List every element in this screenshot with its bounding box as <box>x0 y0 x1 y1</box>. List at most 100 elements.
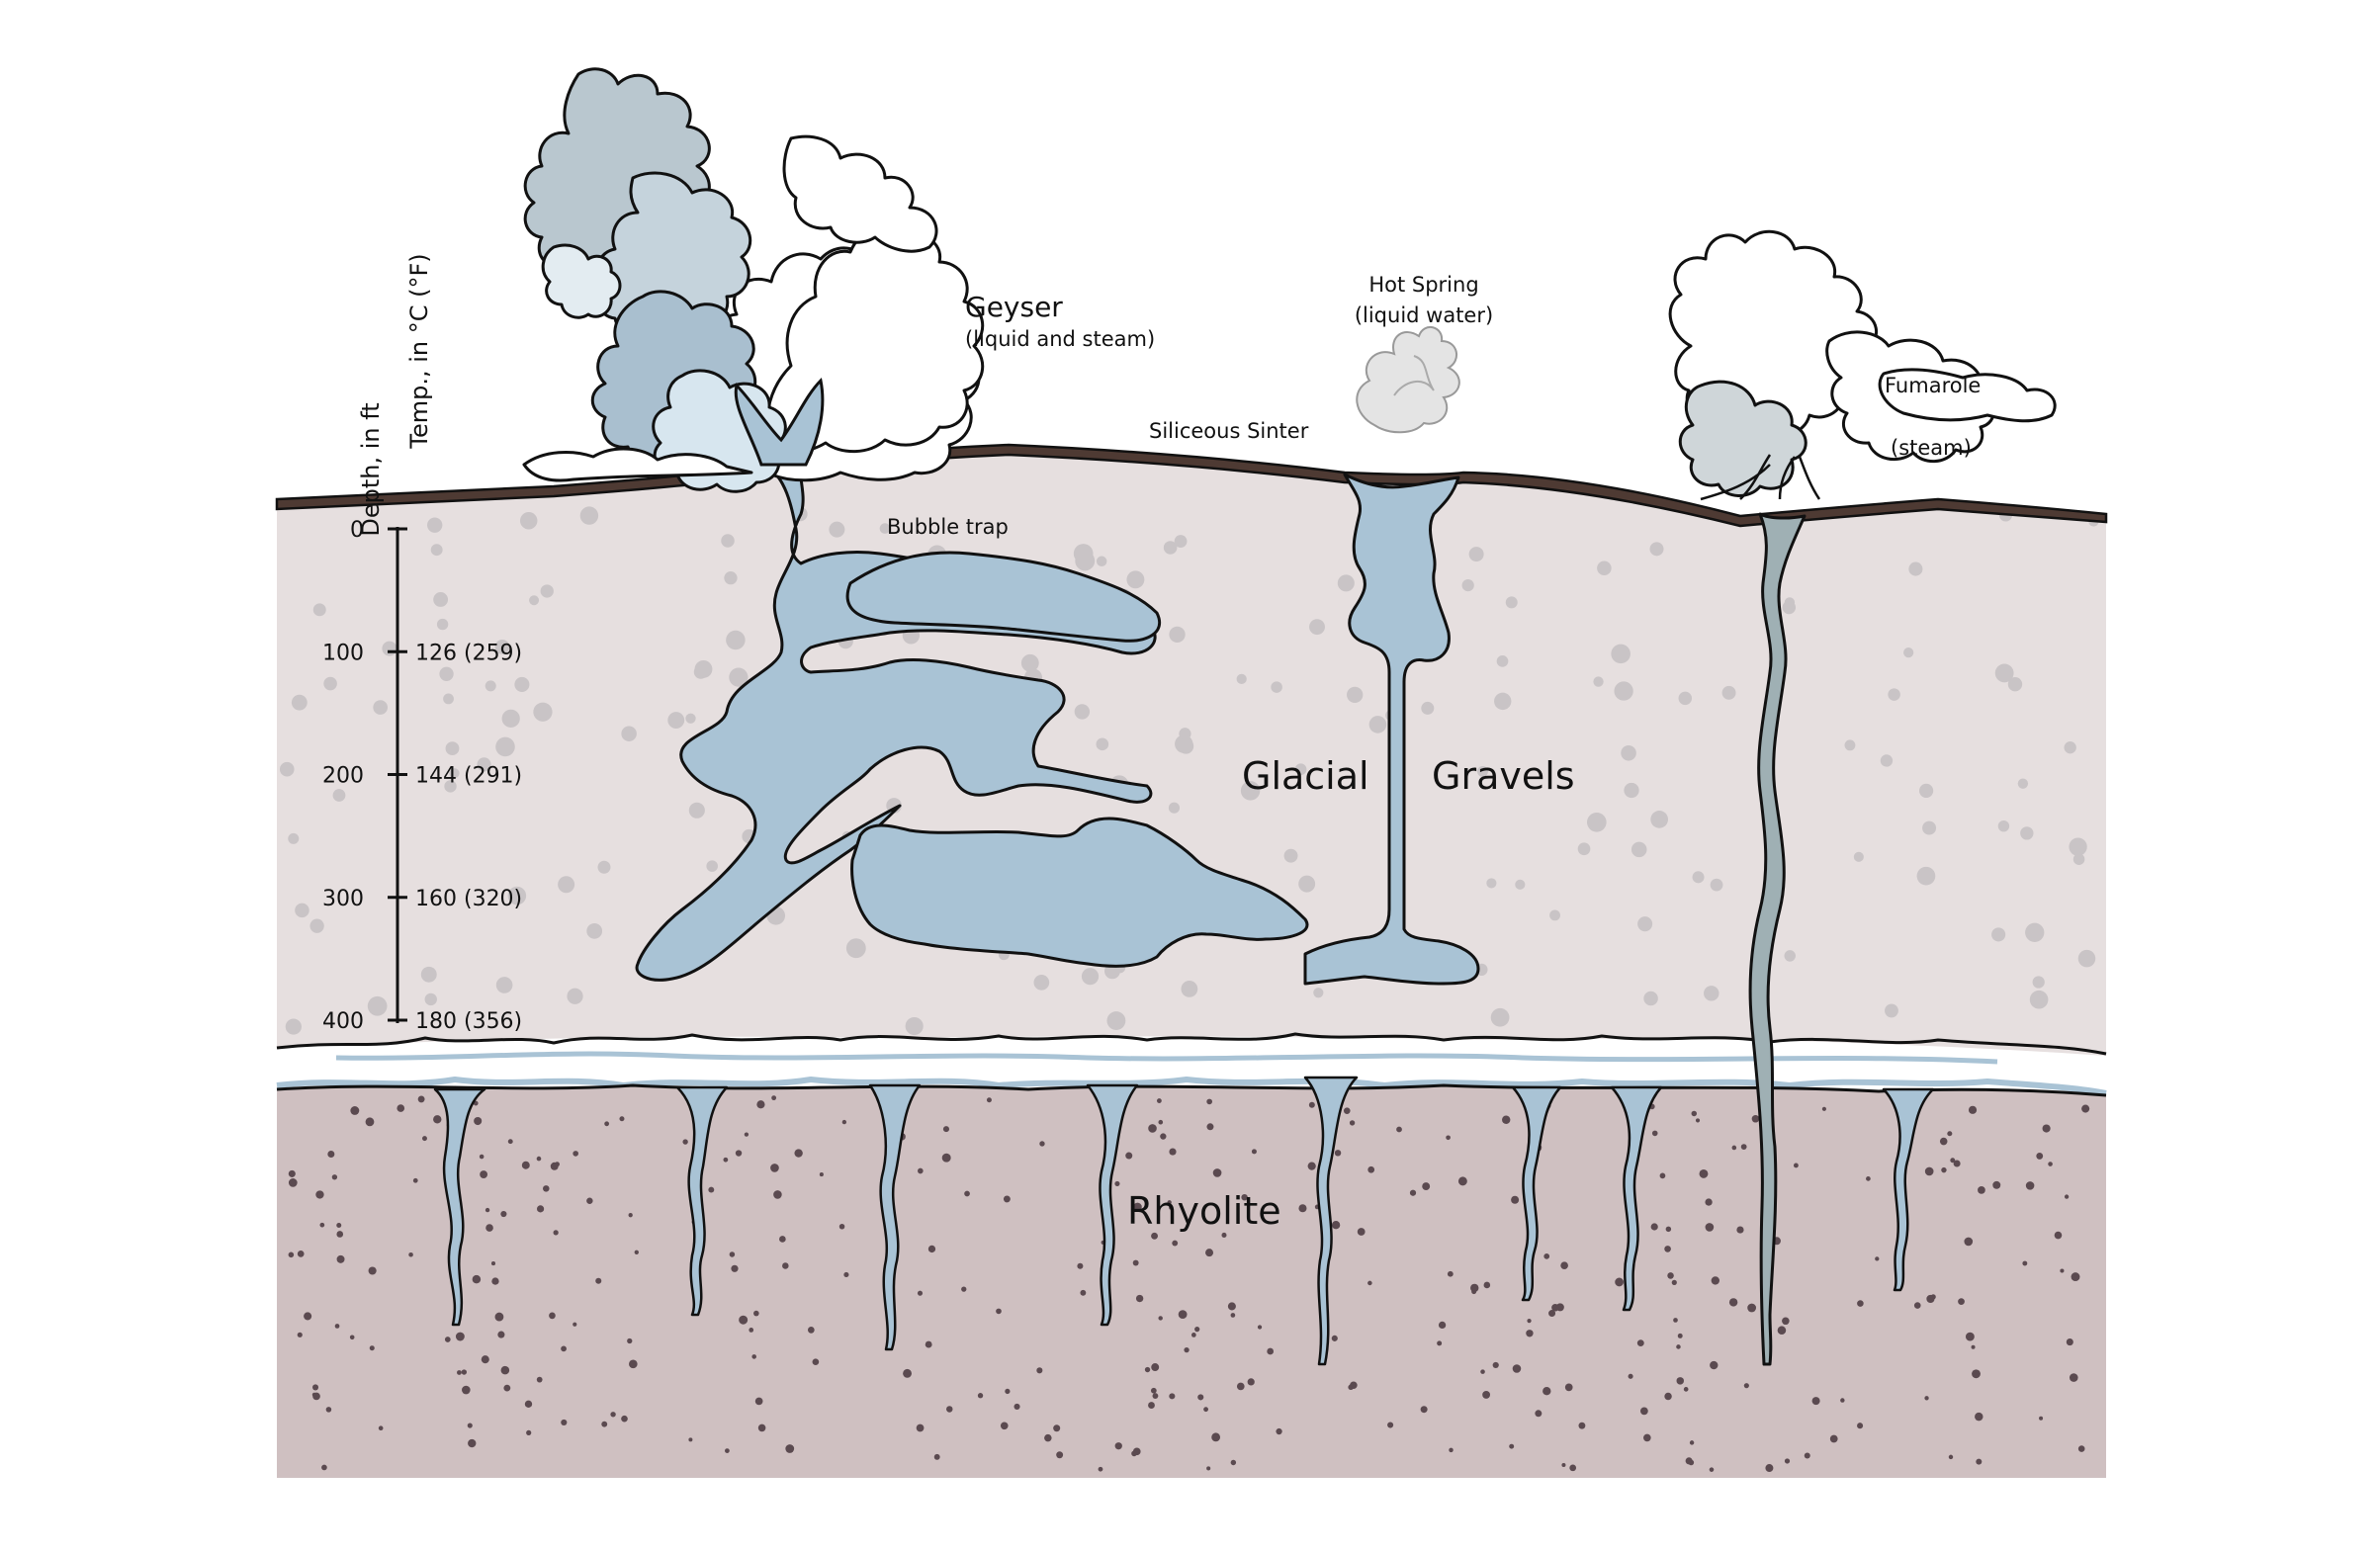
rhyolite-texture-dot <box>1941 1166 1947 1173</box>
rhyolite-texture-dot <box>325 1407 332 1413</box>
gravel-texture-dot <box>1490 1007 1510 1027</box>
rhyolite-texture-dot <box>2054 1231 2063 1240</box>
gravel-texture-dot <box>1880 754 1894 767</box>
geyser-title: Geyser <box>965 291 1063 323</box>
rhyolite-texture-dot <box>996 1308 1002 1315</box>
rhyolite-texture-dot <box>1470 1283 1479 1293</box>
rhyolite-texture-dot <box>782 1262 789 1269</box>
rhyolite-texture-dot <box>1683 1387 1689 1392</box>
rhyolite-texture-dot <box>485 1224 493 1232</box>
gravel-texture-dot <box>1678 691 1693 706</box>
rhyolite-texture-dot <box>553 1230 559 1236</box>
gravel-texture-dot <box>373 700 389 715</box>
glacial-label: Glacial <box>1242 754 1369 798</box>
rhyolite-texture-dot <box>1367 1165 1375 1173</box>
depth-tick-label: 100 <box>322 641 364 665</box>
rhyolite-texture-dot <box>1135 1294 1144 1303</box>
rhyolite-texture-dot <box>1711 1276 1719 1285</box>
gravel-texture-dot <box>1916 866 1936 886</box>
gravel-texture-dot <box>1074 704 1091 720</box>
gravel-texture-dot <box>688 802 705 819</box>
rhyolite-texture-dot <box>1782 1317 1790 1326</box>
rhyolite-texture-dot <box>739 1315 749 1325</box>
rhyolite-texture-dot <box>336 1254 345 1263</box>
rhyolite-texture-dot <box>1438 1321 1447 1330</box>
rhyolite-texture-dot <box>479 1154 485 1160</box>
rhyolite-texture-dot <box>2066 1338 2073 1346</box>
gravel-texture-dot <box>1885 1003 1898 1018</box>
gravel-texture-dot <box>2020 826 2034 840</box>
gravel-texture-dot <box>533 702 553 722</box>
rhyolite-texture-dot <box>1206 1123 1214 1131</box>
gravel-texture-dot <box>1853 851 1864 862</box>
rhyolite-texture-dot <box>494 1312 504 1322</box>
gravel-texture-dot <box>1721 685 1736 700</box>
gravel-texture-dot <box>1710 878 1723 892</box>
rhyolite-texture-dot <box>1236 1382 1245 1391</box>
rhyolite-texture-dot <box>1194 1327 1200 1333</box>
rhyolite-texture-dot <box>819 1172 824 1177</box>
rhyolite-texture-dot <box>794 1149 803 1158</box>
rhyolite-texture-dot <box>838 1223 845 1230</box>
rhyolite-texture-dot <box>735 1150 743 1157</box>
rhyolite-texture-dot <box>1705 1223 1715 1232</box>
rhyolite-texture-dot <box>1151 1363 1160 1372</box>
rhyolite-texture-dot <box>1777 1326 1787 1336</box>
rhyolite-texture-dot <box>634 1250 639 1254</box>
rhyolite-texture-dot <box>1965 1332 1975 1341</box>
gravel-texture-dot <box>2077 949 2096 968</box>
gravel-texture-dot <box>726 630 746 650</box>
rhyolite-texture-dot <box>1005 1388 1011 1395</box>
rhyolite-texture-dot <box>319 1222 325 1228</box>
gravel-texture-dot <box>1020 653 1039 672</box>
gravel-texture-dot <box>439 666 454 681</box>
rhyolite-texture-dot <box>490 1261 496 1266</box>
gravel-texture-dot <box>1168 802 1181 814</box>
rhyolite-texture-dot <box>1039 1141 1045 1147</box>
rhyolite-texture-dot <box>812 1358 820 1366</box>
rhyolite-texture-dot <box>1972 1369 1981 1379</box>
gravel-texture-dot <box>2025 922 2045 942</box>
rhyolite-texture-dot <box>1953 1160 1961 1167</box>
rhyolite-texture-dot <box>422 1136 427 1142</box>
rhyolite-texture-dot <box>986 1097 992 1103</box>
gravel-texture-dot <box>332 789 346 802</box>
rhyolite-texture-dot <box>1420 1406 1428 1414</box>
rhyolite-texture-dot <box>1971 1344 1976 1349</box>
gravel-texture-dot <box>1650 811 1669 828</box>
rhyolite-texture-dot <box>2048 1162 2053 1166</box>
gravel-texture-dot <box>721 534 735 548</box>
gravel-texture-dot <box>1593 676 1604 687</box>
gravel-texture-dot <box>1922 820 1937 835</box>
rhyolite-texture-dot <box>1331 1221 1341 1230</box>
gravel-texture-dot <box>1888 688 1900 701</box>
rhyolite-texture-dot <box>1114 1442 1122 1450</box>
gravel-texture-dot <box>1505 596 1518 609</box>
rhyolite-texture-dot <box>507 1139 513 1145</box>
depth-tick-label: 400 <box>322 1009 364 1034</box>
gravel-texture-dot <box>667 712 685 730</box>
geyser-vent-column <box>734 377 825 467</box>
rhyolite-texture-dot <box>1640 1407 1648 1416</box>
rhyolite-texture-dot <box>1036 1367 1043 1374</box>
depth-tick-label: 200 <box>322 764 364 789</box>
gravel-texture-dot <box>291 694 308 711</box>
gravel-texture-dot <box>558 876 575 894</box>
gravel-texture-dot <box>597 860 611 874</box>
rhyolite-texture-dot <box>1975 1412 1983 1422</box>
rhyolite-texture-dot <box>1241 1193 1248 1201</box>
rhyolite-texture-dot <box>1257 1325 1263 1330</box>
rhyolite-texture-dot <box>2039 1416 2044 1421</box>
rhyolite-texture-dot <box>1924 1396 1929 1401</box>
gravel-texture-dot <box>586 923 603 939</box>
rhyolite-texture-dot <box>1650 1223 1658 1231</box>
rhyolite-texture-dot <box>397 1104 405 1112</box>
gravel-texture-dot <box>444 780 457 793</box>
rhyolite-texture-dot <box>610 1412 616 1418</box>
rhyolite-texture-dot <box>472 1274 482 1284</box>
gravel-texture-dot <box>1597 561 1612 575</box>
gravel-texture-dot <box>706 860 718 872</box>
gravel-texture-dot <box>1468 547 1484 562</box>
rhyolite-texture-dot <box>1950 1158 1956 1164</box>
